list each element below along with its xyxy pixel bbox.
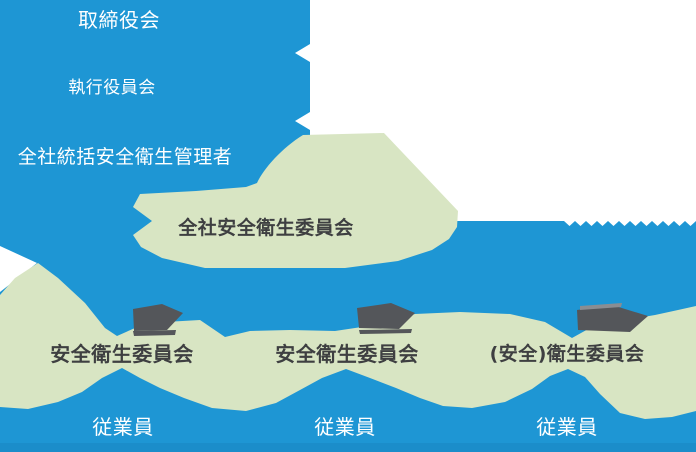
label-executive-officers: 執行役員会 (68, 78, 156, 98)
label-employees-2: 従業員 (314, 415, 376, 439)
site-tag-2-marks (359, 329, 412, 334)
blue-bottom-shade (0, 443, 696, 452)
site-tag-3-icon (577, 305, 648, 332)
left-gap-wedge (0, 246, 37, 292)
label-site-committee-2: 安全衛生委員会 (275, 342, 419, 366)
label-site-committee-1: 安全衛生委員会 (50, 342, 194, 366)
label-site-committee-3: (安全)衛生委員会 (489, 343, 645, 365)
site-tag-3-marks (580, 303, 622, 310)
site-tag-2-icon (357, 303, 415, 329)
label-central-safety-health-committee: 全社安全衛生委員会 (178, 217, 354, 239)
site-committee-band-shape (0, 263, 696, 419)
central-committee-shape (133, 133, 458, 268)
label-board-of-directors: 取締役会 (78, 8, 160, 32)
label-employees-3: 従業員 (536, 415, 598, 439)
label-general-safety-health-manager: 全社統括安全衛生管理者 (17, 146, 233, 168)
site-tag-1-marks (133, 330, 176, 336)
site-tag-1-icon (133, 304, 183, 331)
label-employees-1: 従業員 (92, 415, 154, 439)
